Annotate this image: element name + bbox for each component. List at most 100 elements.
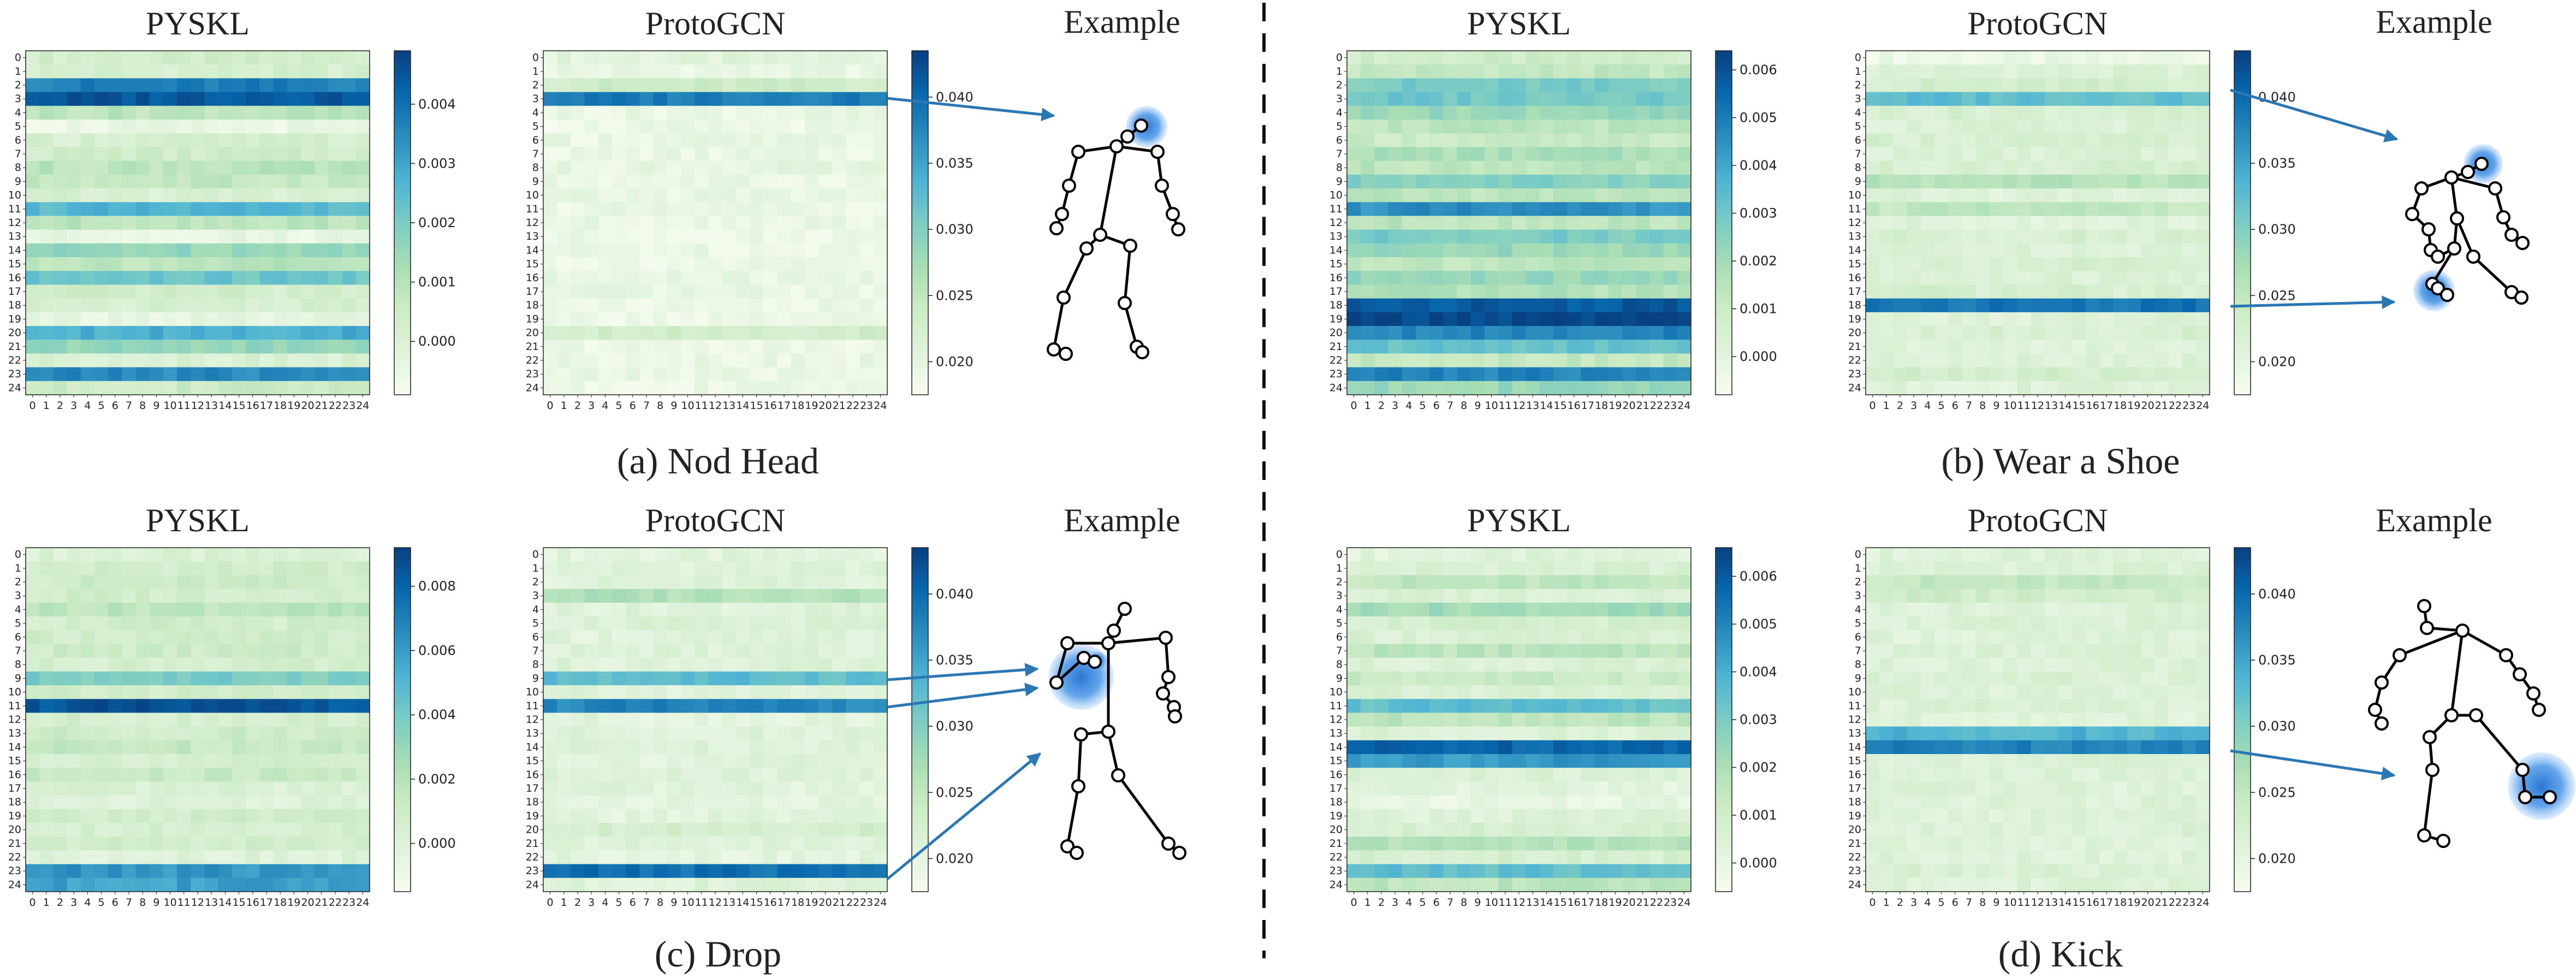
heatmap-cell <box>735 312 750 327</box>
heatmap-cell <box>1975 340 1990 354</box>
heatmap-cell <box>804 326 819 340</box>
heatmap-cell <box>2154 381 2169 395</box>
heatmap-cell <box>1608 561 1623 575</box>
heatmap-cell <box>1636 271 1650 285</box>
heatmap-cell <box>1934 284 1949 299</box>
heatmap-cell <box>557 147 571 162</box>
heatmap-cell <box>355 147 370 162</box>
heatmap-cell <box>1512 51 1527 65</box>
heatmap-cell <box>1636 133 1650 147</box>
heatmap-cell <box>1485 754 1499 768</box>
heatmap-cell <box>1636 795 1650 810</box>
heatmap-cell <box>94 381 109 395</box>
heatmap-cell <box>1879 188 1894 203</box>
y-tick-label: 5 <box>532 121 539 133</box>
heatmap-cell <box>301 616 315 631</box>
heatmap-b-protogcn: ProtoGCN00112233445566778899101011111212… <box>1848 5 2296 412</box>
y-tick-label: 16 <box>1329 272 1343 284</box>
heatmap-cell <box>1498 229 1512 244</box>
heatmap-cell <box>804 699 819 713</box>
heatmap-cell <box>163 616 177 631</box>
heatmap-cell <box>1361 216 1375 230</box>
heatmap-cell <box>859 64 874 79</box>
heatmap-cell <box>163 864 177 879</box>
heatmap-cell <box>342 768 357 782</box>
heatmap-cell <box>1361 561 1375 575</box>
heatmap-cell <box>667 699 681 713</box>
heatmap-cell <box>735 699 750 713</box>
heatmap-cell <box>1388 51 1403 65</box>
heatmap-cell <box>149 809 164 823</box>
heatmap-cell <box>1907 271 1921 285</box>
heatmap-cell <box>2113 340 2128 354</box>
heatmap-cell <box>1374 161 1389 175</box>
heatmap-cell <box>342 202 357 216</box>
heatmap-cell <box>1608 616 1623 631</box>
heatmap-cell <box>1663 795 1678 810</box>
heatmap-cell <box>750 298 764 313</box>
heatmap-cell <box>735 602 750 617</box>
heatmap-cell <box>777 202 792 216</box>
heatmap-cell <box>1920 78 1935 93</box>
heatmap-cell <box>667 602 681 617</box>
heatmap-cell <box>804 340 819 354</box>
heatmap-cell <box>1608 326 1623 340</box>
heatmap-cell <box>122 671 136 686</box>
heatmap-cell <box>26 133 40 147</box>
heatmap-cell <box>287 575 301 590</box>
heatmap-cell <box>1920 271 1935 285</box>
heatmap-cell <box>1636 216 1650 230</box>
heatmap-cell <box>246 216 260 230</box>
heatmap-cell <box>1581 699 1595 713</box>
heatmap-cell <box>1512 699 1527 713</box>
heatmap-cell <box>695 243 709 258</box>
y-tick-label: 21 <box>526 838 539 850</box>
heatmap-cell <box>1989 174 2004 189</box>
heatmap-cell <box>149 229 164 244</box>
heatmap-cell <box>287 754 301 768</box>
heatmap-cell <box>342 630 357 644</box>
heatmap-cell <box>1388 243 1403 258</box>
heatmap-cell <box>1416 740 1430 755</box>
y-tick-label: 10 <box>8 189 21 201</box>
heatmap-cell <box>1485 823 1499 837</box>
heatmap-cell <box>1526 699 1540 713</box>
heatmap-cell <box>1347 630 1361 644</box>
heatmap-cell <box>39 105 54 120</box>
heatmap-cell <box>1893 243 1908 258</box>
colorbar-gradient <box>911 50 929 395</box>
heatmap-cell <box>67 229 81 244</box>
heatmap-cell <box>832 147 846 162</box>
heatmap-cell <box>108 713 122 727</box>
heatmap-cell <box>135 864 150 879</box>
heatmap-cell <box>273 616 288 631</box>
heatmap-cell <box>2031 353 2045 368</box>
heatmap-cell <box>94 271 109 285</box>
heatmap-cell <box>1622 685 1636 699</box>
heatmap-cell <box>1677 326 1691 340</box>
heatmap-cell <box>1374 229 1389 244</box>
heatmap-cell <box>1581 92 1595 106</box>
heatmap-cell <box>1526 340 1540 354</box>
heatmap-cell <box>80 809 95 823</box>
heatmap-cell <box>859 713 874 727</box>
heatmap-cell <box>1470 147 1485 162</box>
heatmap-cell <box>149 561 164 575</box>
heatmap-cell <box>708 575 723 590</box>
heatmap-cell <box>355 298 370 313</box>
heatmap-cell <box>1374 657 1389 672</box>
heatmap-cell <box>1948 174 1962 189</box>
heatmap-cell <box>1347 548 1361 562</box>
heatmap-cell <box>1649 216 1664 230</box>
heatmap-cell <box>1526 823 1540 837</box>
heatmap-cell <box>287 257 301 271</box>
heatmap-cell <box>80 548 95 562</box>
heatmap-cell <box>273 326 288 340</box>
heatmap-cell <box>543 367 557 382</box>
heatmap-cell <box>873 740 888 755</box>
heatmap-cell <box>2031 271 2045 285</box>
heatmap-cell <box>1608 105 1623 120</box>
heatmap-cell <box>1388 740 1403 755</box>
heatmap-cell <box>1429 589 1444 603</box>
heatmap-cell <box>301 768 315 782</box>
